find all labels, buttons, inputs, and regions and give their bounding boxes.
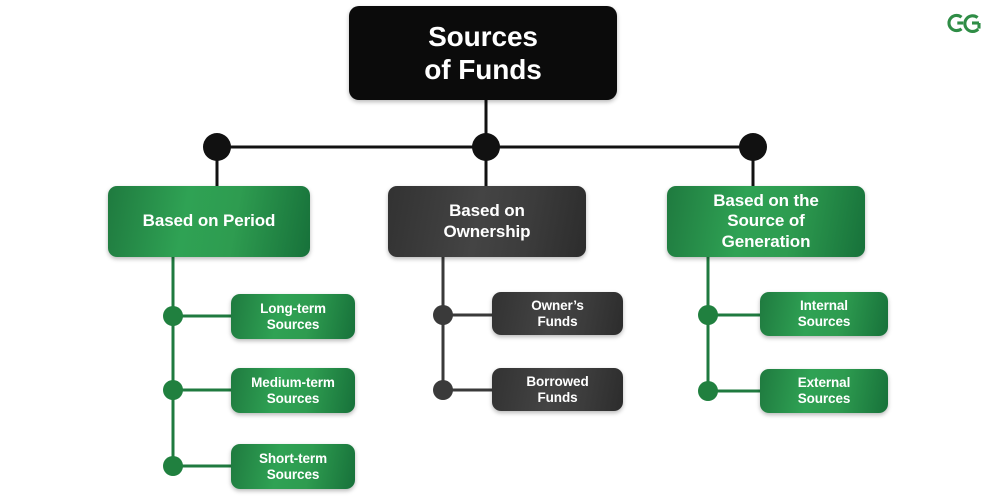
rail-node-3-1 <box>698 305 718 325</box>
rail-node-1-2 <box>163 380 183 400</box>
rail-node-1-1 <box>163 306 183 326</box>
bus-node-2 <box>472 133 500 161</box>
leaf-node-label: Owner’s Funds <box>531 297 584 329</box>
branch-node-based-on-ownership[interactable]: Based on Ownership <box>388 186 586 257</box>
root-node-label: Sources of Funds <box>424 20 542 85</box>
branch-node-based-on-period[interactable]: Based on Period <box>108 186 310 257</box>
root-node-sources-of-funds[interactable]: Sources of Funds <box>349 6 617 100</box>
leaf-node-label: Short-term Sources <box>258 450 327 482</box>
leaf-node-long-term-sources[interactable]: Long-term Sources <box>231 294 355 339</box>
rail-node-1-3 <box>163 456 183 476</box>
branch-node-based-on-source-of-generation[interactable]: Based on the Source of Generation <box>667 186 865 257</box>
leaf-node-label: Borrowed Funds <box>526 373 589 405</box>
rail-node-3-2 <box>698 381 718 401</box>
leaf-node-owners-funds[interactable]: Owner’s Funds <box>492 292 623 335</box>
leaf-node-medium-term-sources[interactable]: Medium-term Sources <box>231 368 355 413</box>
rail-node-2-2 <box>433 380 453 400</box>
branch-node-label: Based on Period <box>142 211 276 231</box>
leaf-node-label: Long-term Sources <box>260 300 326 332</box>
bus-node-1 <box>203 133 231 161</box>
rail-node-2-1 <box>433 305 453 325</box>
leaf-node-label: Medium-term Sources <box>251 374 335 406</box>
leaf-node-external-sources[interactable]: External Sources <box>760 369 888 413</box>
leaf-node-short-term-sources[interactable]: Short-term Sources <box>231 444 355 489</box>
branch-node-label: Based on Ownership <box>443 201 531 241</box>
geeksforgeeks-logo-icon <box>947 13 981 33</box>
leaf-node-borrowed-funds[interactable]: Borrowed Funds <box>492 368 623 411</box>
leaf-node-internal-sources[interactable]: Internal Sources <box>760 292 888 336</box>
bus-node-3 <box>739 133 767 161</box>
leaf-node-label: External Sources <box>797 375 851 406</box>
branch-node-label: Based on the Source of Generation <box>713 191 819 251</box>
leaf-node-label: Internal Sources <box>797 298 851 329</box>
